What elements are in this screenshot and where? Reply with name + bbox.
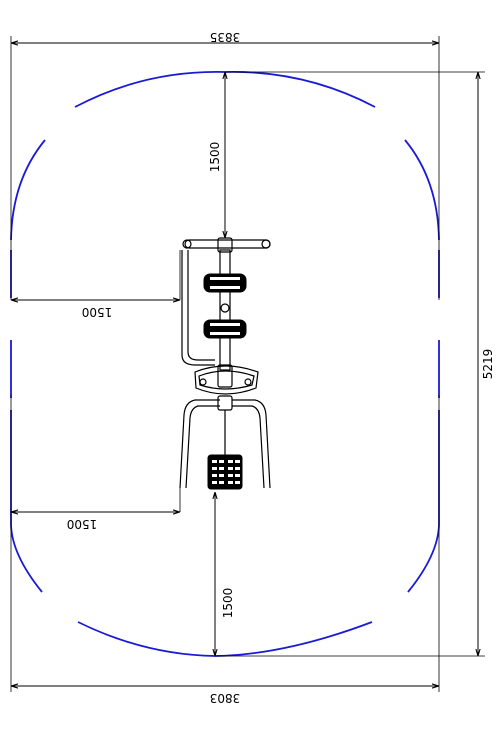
dim-bottom-width-label: 3803 xyxy=(210,691,241,705)
dimension-labels: 3835 3803 5219 1500 1500 1500 1500 xyxy=(67,30,495,705)
dim-top-width-label: 3835 xyxy=(210,30,241,44)
dim-right-height-label: 5219 xyxy=(481,349,495,380)
upper-pad xyxy=(203,273,247,293)
foot-pedal xyxy=(207,454,243,490)
top-handlebar xyxy=(184,239,271,249)
equipment-top-view xyxy=(179,237,271,490)
dim-left-upper-label: 1500 xyxy=(82,305,113,319)
dimension-lines xyxy=(11,43,478,686)
dim-lower-clearance-label: 1500 xyxy=(221,588,235,619)
safety-zone-outline xyxy=(10,71,440,657)
lower-pad xyxy=(203,319,247,339)
extension-lines xyxy=(10,36,485,692)
dim-left-lower-label: 1500 xyxy=(67,517,98,531)
dim-upper-clearance-label: 1500 xyxy=(208,142,222,173)
